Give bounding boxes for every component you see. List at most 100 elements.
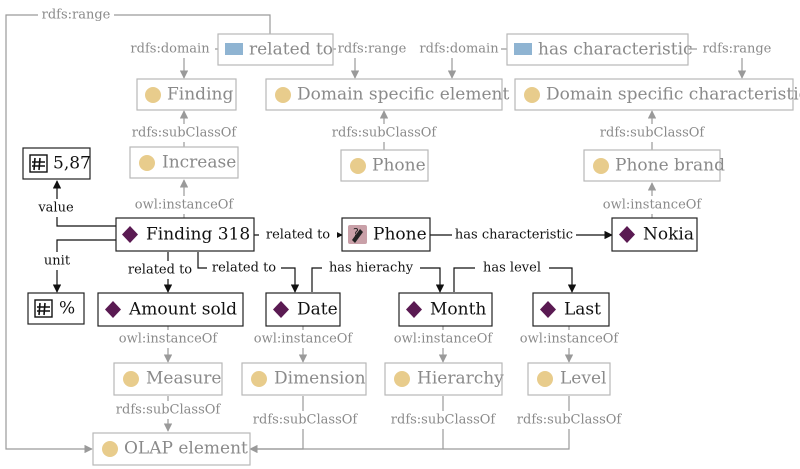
node-label: Measure <box>146 369 221 389</box>
edge-label-range-top: rdfs:range <box>42 8 111 23</box>
node-has-characteristic-property[interactable]: has characteristic <box>506 33 693 66</box>
edge-label-has-level: has level <box>483 261 541 276</box>
node-label: has characteristic <box>538 40 693 60</box>
node-finding-class[interactable]: Finding <box>136 78 237 111</box>
node-label: Domain specific element <box>297 85 509 105</box>
property-tag-icon <box>225 43 243 55</box>
edge-sub-level: rdfs:subClassOf <box>443 396 627 450</box>
node-olap-element-class[interactable]: OLAP element <box>92 432 251 466</box>
edge-inst-dimension: owl:instanceOf <box>249 326 357 363</box>
node-nokia-instance[interactable]: Nokia <box>611 217 698 252</box>
node-label: Hierarchy <box>417 369 504 389</box>
edge-domain-related: rdfs:domain <box>127 40 218 79</box>
node-label: 5,87 <box>53 154 91 174</box>
class-circle-icon <box>593 158 609 174</box>
node-label: Amount sold <box>128 300 237 320</box>
node-label: Dimension <box>274 369 366 389</box>
edge-inst-nokia: owl:instanceOf <box>598 182 706 218</box>
class-circle-icon <box>139 155 155 171</box>
edge-has-char: has characteristic <box>430 226 613 244</box>
edge-label-rel-date: related to <box>212 261 276 276</box>
class-circle-icon <box>251 371 267 387</box>
edge-label-inst-level: owl:instanceOf <box>520 332 620 347</box>
edge-label-sub-hierarchy: rdfs:subClassOf <box>391 413 497 428</box>
class-circle-icon <box>524 87 540 103</box>
edge-inst-hierarchy: owl:instanceOf <box>389 326 497 363</box>
instance-diamond-icon <box>619 226 635 243</box>
node-amount-sold-instance[interactable]: Amount sold <box>97 292 244 327</box>
edge-rel-date: related to <box>197 252 300 293</box>
node-phone-class[interactable]: Phone <box>340 149 429 182</box>
edge-inst-increase: owl:instanceOf <box>130 179 238 218</box>
edge-label-sub-measure: rdfs:subClassOf <box>116 403 222 418</box>
edge-label-inst-measure: owl:instanceOf <box>119 332 219 347</box>
node-label: Date <box>297 300 338 320</box>
edge-label-inst-hierarchy: owl:instanceOf <box>394 332 494 347</box>
edge-rel-phone: related to <box>254 226 343 244</box>
edge-sub-finding: rdfs:subClassOf <box>125 110 243 147</box>
node-month-instance[interactable]: Month <box>398 292 493 327</box>
edge-label-rel-phone: related to <box>266 228 330 243</box>
edge-label-sub-phone: rdfs:subClassOf <box>332 126 438 141</box>
node-level-class[interactable]: Level <box>527 362 611 396</box>
edge-rel-amount: related to <box>123 252 199 293</box>
edge-sub-measure: rdfs:subClassOf <box>112 396 224 432</box>
edges: rdfs:range rdfs:domain rdfs:range rdfs:d… <box>5 6 777 454</box>
node-label: Finding <box>167 85 233 105</box>
class-circle-icon <box>275 87 291 103</box>
edge-label-sub-level: rdfs:subClassOf <box>517 413 623 428</box>
edge-value: value <box>33 180 116 227</box>
edge-label-unit: unit <box>44 254 71 269</box>
node-unit-literal[interactable]: % <box>27 292 85 325</box>
node-label: Nokia <box>643 225 694 245</box>
edge-label-sub-finding: rdfs:subClassOf <box>132 126 238 141</box>
node-label: Finding 318 <box>146 225 250 245</box>
node-label: Level <box>560 369 606 389</box>
edge-label-inst-dimension: owl:instanceOf <box>254 332 354 347</box>
edge-label-inst-increase: owl:instanceOf <box>135 198 235 213</box>
node-label: OLAP element <box>124 439 248 459</box>
number-hash-icon <box>34 299 53 318</box>
edge-inst-level: owl:instanceOf <box>515 326 623 363</box>
edge-label-sub-dimension: rdfs:subClassOf <box>253 413 359 428</box>
edge-label-range-haschar: rdfs:range <box>703 42 772 57</box>
number-hash-icon <box>29 154 48 173</box>
class-circle-icon <box>145 87 161 103</box>
node-measure-class[interactable]: Measure <box>113 362 223 396</box>
node-increase-class[interactable]: Increase <box>129 146 239 179</box>
edge-has-level: has level <box>453 259 577 293</box>
node-phone-brand-class[interactable]: Phone brand <box>583 149 725 182</box>
instance-diamond-icon <box>406 301 422 318</box>
node-phone-instance[interactable]: ? Phone <box>341 217 431 252</box>
node-domain-element-class[interactable]: Domain specific element <box>265 78 509 111</box>
edge-label-rel-amount: related to <box>128 263 192 278</box>
class-circle-icon <box>102 441 118 457</box>
edge-label-value: value <box>37 201 74 216</box>
node-hierarchy-class[interactable]: Hierarchy <box>384 362 504 396</box>
property-tag-icon <box>514 43 532 55</box>
instance-diamond-icon <box>273 301 289 318</box>
edge-label-sub-brand: rdfs:subClassOf <box>600 126 706 141</box>
node-related-to-property[interactable]: related to <box>217 33 334 66</box>
node-label: Phone <box>373 225 427 245</box>
edge-inst-measure: owl:instanceOf <box>114 326 222 363</box>
edge-range-top: rdfs:range <box>5 6 271 454</box>
node-date-instance[interactable]: Date <box>265 292 341 327</box>
node-domain-characteristic-class[interactable]: Domain specific characteristic <box>514 78 800 111</box>
nodes: related to has characteristic Finding Do… <box>22 33 800 466</box>
edge-label-range-related: rdfs:range <box>338 42 407 57</box>
edge-sub-phone: rdfs:subClassOf <box>325 110 443 150</box>
node-value-literal[interactable]: 5,87 <box>22 147 91 180</box>
node-dimension-class[interactable]: Dimension <box>241 362 367 396</box>
phone-edit-icon: ? <box>348 225 367 244</box>
class-circle-icon <box>394 371 410 387</box>
node-last-instance[interactable]: Last <box>532 292 610 327</box>
node-label: Domain specific characteristic <box>546 85 800 105</box>
edge-domain-haschar: rdfs:domain <box>417 40 507 79</box>
edge-range-haschar: rdfs:range <box>688 40 777 79</box>
class-circle-icon <box>123 371 139 387</box>
node-finding-318-instance[interactable]: Finding 318 <box>115 217 255 252</box>
node-label: % <box>59 299 75 319</box>
edge-label-has-char: has characteristic <box>455 228 573 243</box>
